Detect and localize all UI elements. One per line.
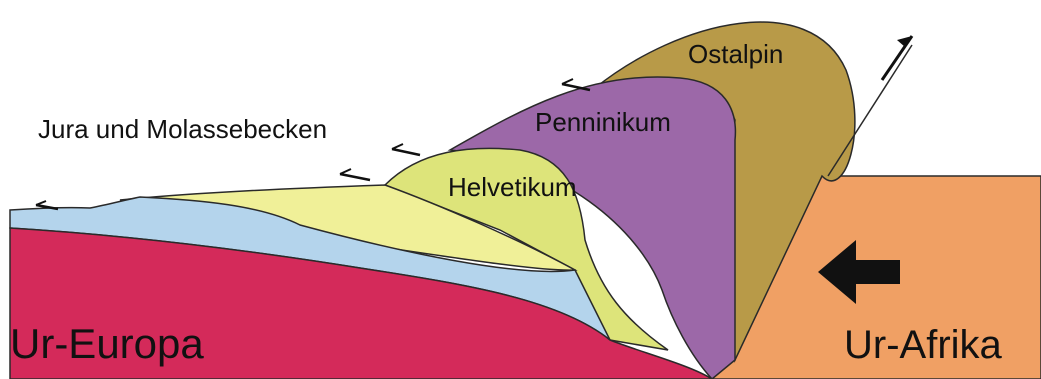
label-penninikum: Penninikum — [535, 107, 671, 137]
label-ostalpin: Ostalpin — [688, 39, 783, 69]
label-ur-europa: Ur-Europa — [10, 320, 204, 367]
label-ur-afrika: Ur-Afrika — [844, 323, 1003, 367]
shear-arrow-icon — [882, 36, 912, 80]
label-jura: Jura und Molassebecken — [38, 114, 327, 144]
thrust-arrow-icon-2 — [340, 169, 370, 180]
thrust-arrow-icon-4 — [562, 79, 590, 90]
label-helvetikum: Helvetikum — [448, 172, 577, 202]
thrust-arrow-icon-3 — [392, 144, 420, 155]
